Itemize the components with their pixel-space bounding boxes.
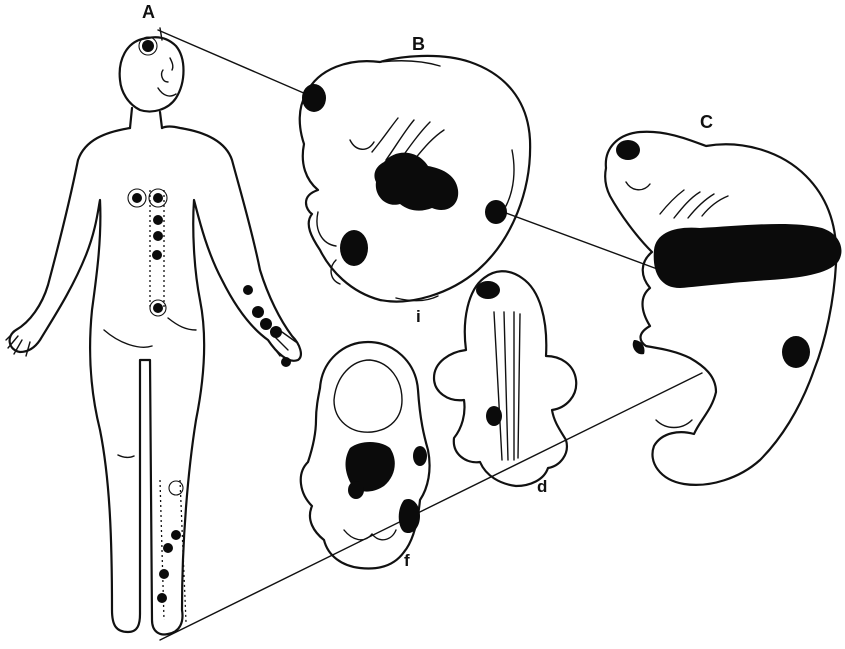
embryo-B-back-inner: [380, 61, 440, 66]
connector-lines: [158, 28, 702, 640]
label-A: A: [142, 2, 155, 22]
label-C: C: [700, 112, 713, 132]
embryo-f-lower-lesion: [348, 481, 364, 499]
wrist-lesion-2: [270, 326, 282, 338]
leg-lesion-3: [159, 569, 169, 579]
label-i: i: [416, 307, 421, 326]
forearm-lesion-1: [243, 285, 253, 295]
embryo-C-outline: [605, 132, 836, 485]
hip-lines: [104, 318, 196, 347]
knee-line: [118, 455, 134, 457]
embryo-d-neural-lines: [494, 312, 520, 460]
embryo-B-heart-lesion: [374, 153, 458, 211]
embryo-C-pharyngeal-arches: [660, 190, 728, 218]
leg-lesion-2: [163, 543, 173, 553]
leg-lesion-4: [157, 593, 167, 603]
embryo-f: [301, 342, 430, 568]
label-d: d: [537, 477, 547, 496]
embryo-B-back-lesion: [485, 200, 507, 224]
chest-lesion-left: [132, 193, 142, 203]
chest-lesion-right: [153, 193, 163, 203]
embryo-B: [300, 56, 530, 302]
trunk-lesion-2: [153, 231, 163, 241]
trunk-lesion-1: [153, 215, 163, 225]
connector-leg-to-C: [160, 373, 702, 640]
scalp-lesion: [142, 40, 154, 52]
connector-head-to-B: [158, 30, 306, 94]
embryo-B-eye: [350, 140, 374, 149]
embryo-C-trunk-lesion: [654, 224, 842, 288]
umbilical-lesion: [153, 303, 163, 313]
embryo-d: [434, 271, 576, 486]
embryo-f-face: [334, 360, 402, 432]
embryo-f-tail: [344, 530, 396, 540]
forearm-lesion-2: [252, 306, 264, 318]
embryo-C-tail-curve: [656, 420, 692, 428]
body-outline: [10, 127, 301, 635]
human-figure: [6, 37, 301, 634]
embryo-B-back-line: [506, 150, 514, 206]
trunk-lesion-3: [152, 250, 162, 260]
embryo-d-trunk-lesion: [486, 406, 502, 426]
embryo-f-limb-lesion: [399, 499, 420, 533]
embryo-B-limb-lesion: [340, 230, 368, 266]
thigh-lesion-ring: [169, 481, 183, 495]
leg-lesion-1: [171, 530, 181, 540]
label-B: B: [412, 34, 425, 54]
body-lesions: [128, 37, 291, 603]
embryo-d-head-lesion: [476, 281, 500, 299]
embryo-f-side-lesion: [413, 446, 427, 466]
embryo-C-eye: [626, 182, 650, 190]
embryo-C-lumbar-lesion: [782, 336, 810, 368]
hand-lesion: [281, 357, 291, 367]
embryo-B-head-lesion: [302, 84, 326, 112]
wrist-lesion-1: [260, 318, 272, 330]
face-details: [158, 58, 176, 96]
label-f: f: [404, 551, 410, 570]
connector-B-to-C: [498, 210, 660, 270]
embryo-C-head-lesion: [616, 140, 640, 160]
embryo-C: [605, 132, 841, 485]
